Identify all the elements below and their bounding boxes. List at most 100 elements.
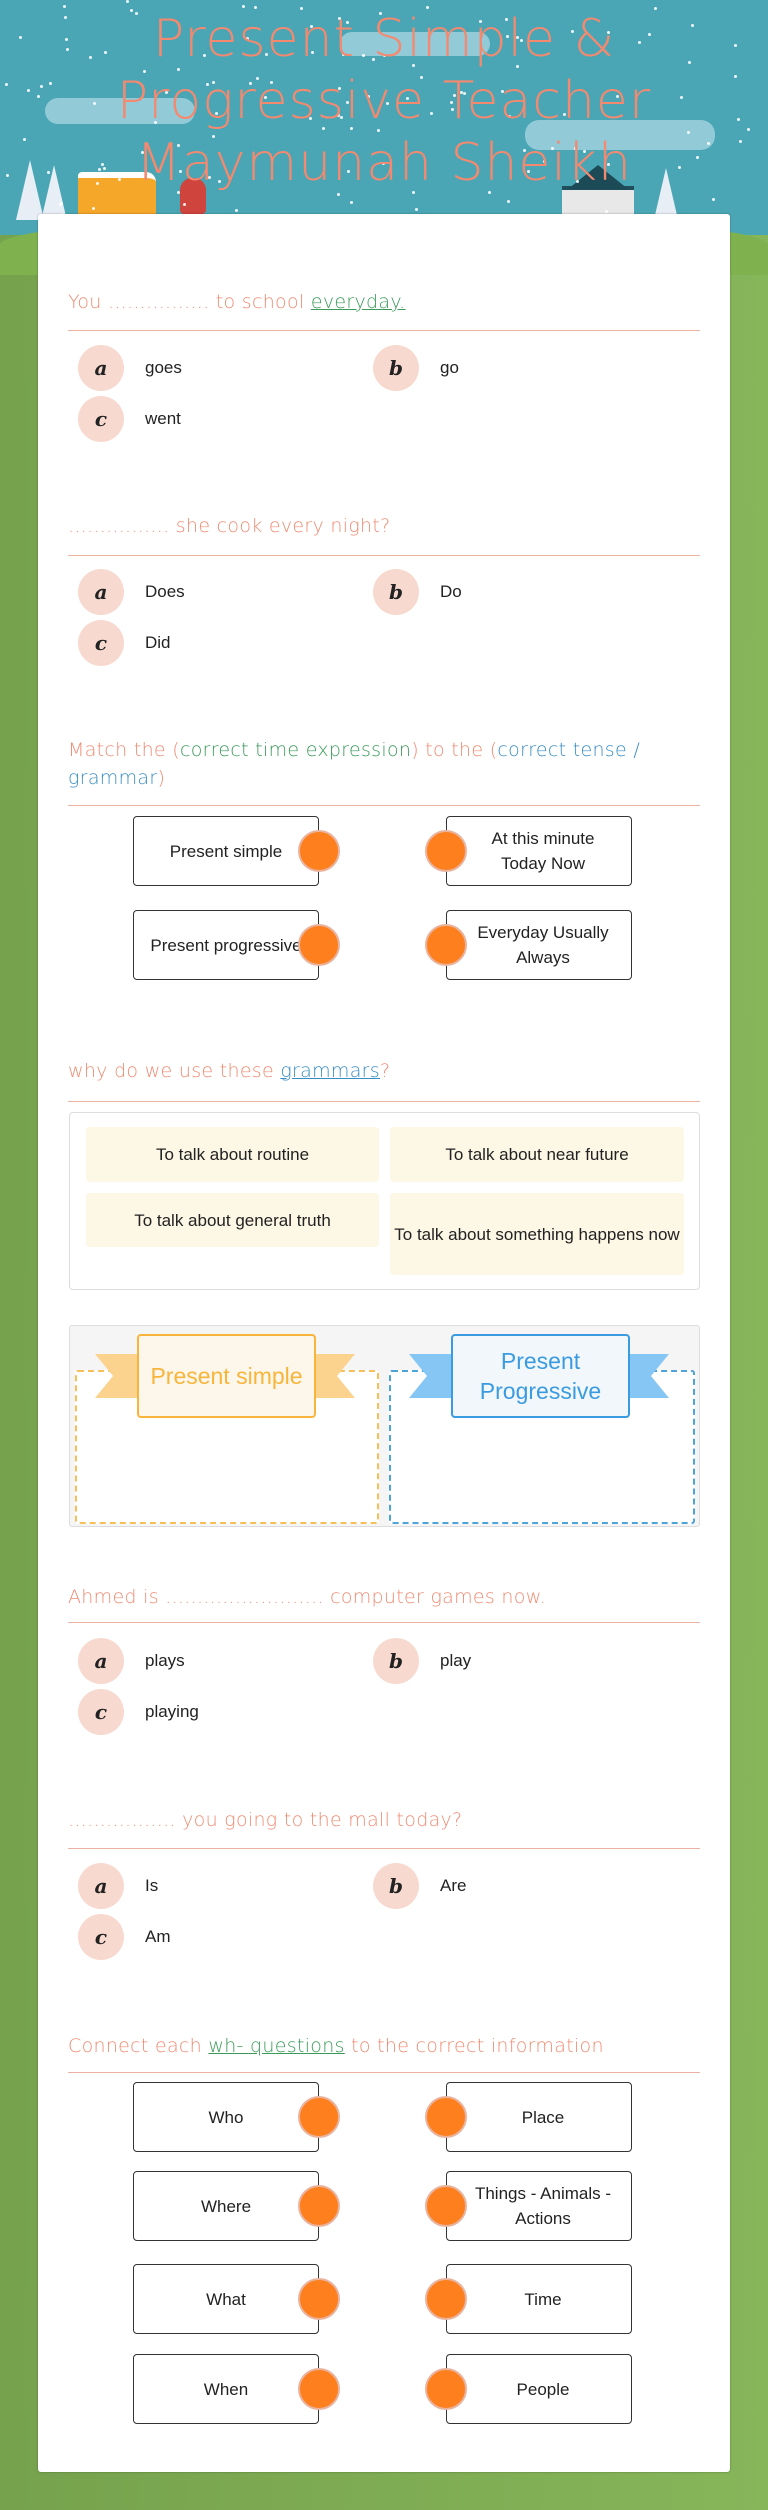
snowflake-decoration	[505, 35, 509, 39]
snowflake-decoration	[345, 20, 349, 24]
option-letter-badge: b	[373, 569, 419, 615]
snowflake-decoration	[570, 30, 574, 34]
cloud-decoration	[45, 98, 195, 124]
option-letter-badge: c	[78, 396, 124, 442]
snowflake-decoration	[508, 114, 512, 118]
snowflake-decoration	[376, 128, 380, 132]
connector-dot-right[interactable]	[425, 2096, 467, 2138]
connector-dot-left[interactable]	[298, 924, 340, 966]
snowflake-decoration	[97, 167, 101, 171]
snowflake-decoration	[367, 95, 371, 99]
snowflake-decoration	[5, 82, 9, 86]
snowflake-decoration	[176, 191, 180, 195]
connector-dot-right[interactable]	[425, 2368, 467, 2410]
snowflake-decoration	[264, 53, 268, 57]
snowflake-decoration	[321, 126, 325, 130]
connector-dot-right[interactable]	[425, 924, 467, 966]
snowflake-decoration	[733, 43, 737, 47]
snowflake-decoration	[218, 179, 222, 183]
snowflake-decoration	[516, 36, 520, 40]
option-letter-badge: a	[78, 345, 124, 391]
question-title: Match the (correct time expression) to t…	[68, 736, 700, 792]
snowflake-decoration	[270, 80, 274, 84]
divider	[68, 330, 700, 331]
title-segment: Ahmed is ......................... compu…	[68, 1586, 547, 1608]
snowflake-decoration	[22, 138, 26, 142]
snowflake-decoration	[573, 147, 577, 151]
snowflake-decoration	[487, 190, 491, 194]
worksheet-card: You ................ to school everyday.…	[38, 214, 730, 2472]
snowflake-decoration	[102, 166, 106, 170]
title-segment: ?	[379, 1060, 391, 1082]
snowflake-decoration	[141, 151, 145, 155]
option-label: Do	[440, 582, 462, 601]
option-label: plays	[145, 1651, 185, 1670]
connector-dot-left[interactable]	[298, 2185, 340, 2227]
connector-dot-left[interactable]	[298, 2278, 340, 2320]
title-segment: correct time expression	[179, 739, 412, 761]
snowflake-decoration	[264, 95, 268, 99]
snowflake-decoration	[736, 118, 740, 122]
header-banner: Present Simple & Progressive Teacher May…	[0, 0, 768, 235]
draggable-card[interactable]: To talk about general truth	[86, 1193, 379, 1247]
snowflake-decoration	[526, 169, 530, 173]
snowflake-decoration	[747, 127, 751, 131]
snowflake-decoration	[65, 37, 69, 41]
snowflake-decoration	[256, 77, 260, 81]
match-item-left: Present progressive	[133, 910, 319, 980]
snowflake-decoration	[205, 82, 209, 86]
snowflake-decoration	[500, 90, 504, 94]
connector-dot-left[interactable]	[298, 830, 340, 872]
snowflake-decoration	[425, 5, 429, 9]
option-letter-badge: c	[78, 1914, 124, 1960]
snowflake-decoration	[504, 17, 508, 21]
snowflake-decoration	[340, 116, 344, 120]
connector-dot-right[interactable]	[425, 2278, 467, 2320]
snowflake-decoration	[207, 176, 211, 180]
connector-dot-left[interactable]	[298, 2368, 340, 2410]
option-b[interactable]: b Do	[373, 569, 462, 615]
snowflake-decoration	[309, 25, 313, 29]
option-letter-badge: b	[373, 1863, 419, 1909]
title-segment: to the correct information	[344, 2035, 604, 2057]
draggable-card[interactable]: To talk about routine	[86, 1127, 379, 1182]
draggable-card[interactable]: To talk about something happens now	[390, 1193, 684, 1275]
connector-dot-right[interactable]	[425, 2185, 467, 2227]
snowflake-decoration	[96, 182, 100, 186]
snowflake-decoration	[711, 197, 715, 201]
snowflake-decoration	[562, 113, 566, 117]
snowflake-decoration	[59, 202, 63, 206]
draggable-card[interactable]: To talk about near future	[390, 1127, 684, 1182]
snowflake-decoration	[733, 74, 737, 78]
option-a[interactable]: a goes	[78, 345, 182, 391]
snowflake-decoration	[342, 53, 346, 57]
snowflake-decoration	[101, 163, 105, 167]
snowflake-decoration	[336, 114, 340, 118]
snowflake-decoration	[677, 166, 681, 170]
match-item-left: When	[133, 2354, 319, 2424]
snowflake-decoration	[214, 112, 218, 116]
snowflake-decoration	[337, 86, 341, 90]
snowflake-decoration	[372, 57, 376, 61]
connector-dot-right[interactable]	[425, 830, 467, 872]
snowflake-decoration	[738, 140, 742, 144]
title-segment: everyday.	[310, 291, 406, 313]
connector-dot-left[interactable]	[298, 2096, 340, 2138]
option-letter-badge: a	[78, 1863, 124, 1909]
snowflake-decoration	[706, 142, 710, 146]
snowflake-decoration	[176, 144, 180, 148]
snowflake-decoration	[543, 160, 547, 164]
option-label: goes	[145, 358, 182, 377]
snowflake-decoration	[66, 48, 70, 52]
snowflake-decoration	[382, 161, 386, 165]
